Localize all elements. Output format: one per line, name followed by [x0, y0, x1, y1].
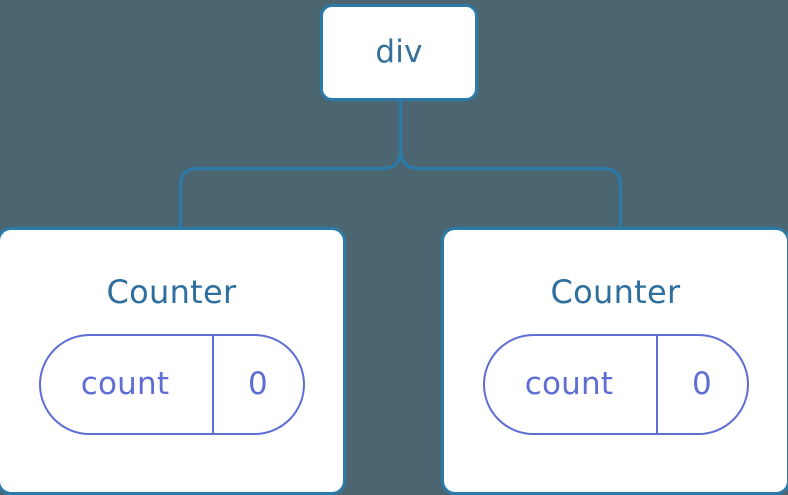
node-counter-right[interactable]: Counter count 0 [441, 227, 788, 495]
node-counter-right-label: Counter [550, 273, 681, 311]
node-counter-left-label: Counter [106, 273, 237, 311]
edge-root-to-right-counter [398, 99, 623, 230]
state-value-right: 0 [692, 366, 712, 402]
node-div-label: div [375, 34, 423, 70]
state-pill-right[interactable]: count 0 [482, 334, 749, 435]
state-pill-left[interactable]: count 0 [38, 334, 305, 435]
node-counter-left[interactable]: Counter count 0 [0, 227, 346, 495]
state-value-left: 0 [248, 366, 268, 402]
node-div[interactable]: div [320, 4, 478, 101]
state-key-right: count [485, 336, 658, 433]
state-key-left: count [41, 336, 214, 433]
edge-root-to-left-counter [178, 99, 403, 230]
